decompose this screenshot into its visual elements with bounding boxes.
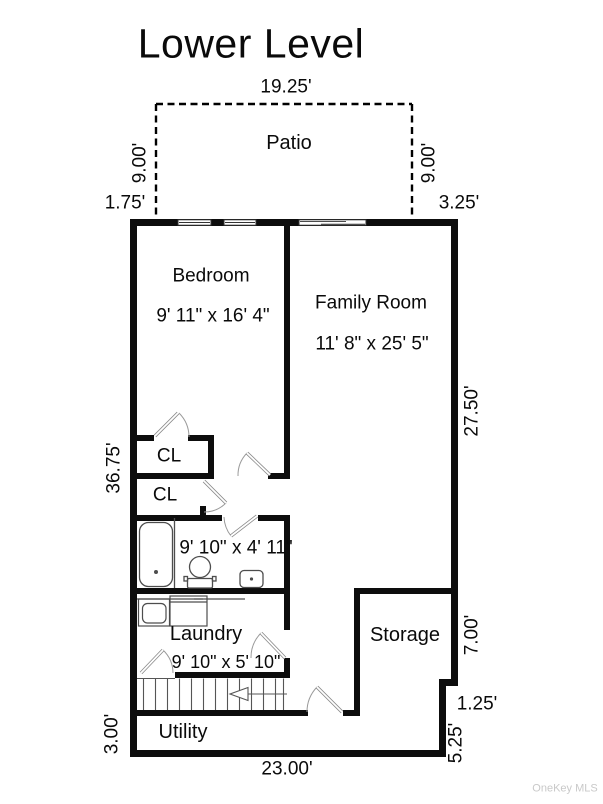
room-label-laundry: Laundry xyxy=(169,623,243,645)
wall xyxy=(284,658,290,678)
windows xyxy=(177,219,367,226)
dim-patio-right: 9.00' xyxy=(418,142,440,184)
stairs-direction-arrow xyxy=(228,686,287,702)
room-label-bedroom: Bedroom xyxy=(172,265,250,287)
wall xyxy=(130,219,137,757)
window xyxy=(177,219,212,226)
room-label-closet1: CL xyxy=(156,445,182,467)
door xyxy=(250,631,287,660)
window xyxy=(223,219,257,226)
wall xyxy=(284,226,290,479)
wall xyxy=(284,515,290,630)
wall xyxy=(208,435,214,479)
door xyxy=(306,685,344,714)
room-label-closet2: CL xyxy=(152,484,178,506)
room-size-family-room: 11' 8" x 25' 5" xyxy=(315,333,429,355)
walls xyxy=(130,219,458,757)
door xyxy=(153,411,190,438)
wall xyxy=(130,219,458,226)
wall xyxy=(200,506,206,521)
wall xyxy=(451,219,458,686)
sink-icon xyxy=(239,569,264,589)
bathroom-fixtures xyxy=(138,518,264,589)
patio-outline xyxy=(154,102,414,219)
room-size-bathroom: 9' 10" x 4' 11" xyxy=(179,537,293,559)
laundry-sink-icon xyxy=(137,598,171,627)
door xyxy=(223,514,259,538)
wall xyxy=(343,710,360,716)
dim-storage-right: 7.00' xyxy=(461,614,483,656)
door xyxy=(139,648,174,675)
wall xyxy=(268,473,290,479)
washer-icon xyxy=(169,595,208,627)
dim-notch: 1.25' xyxy=(456,693,498,715)
wall xyxy=(188,435,214,441)
room-label-storage: Storage xyxy=(369,624,441,646)
stairs xyxy=(137,677,285,710)
dim-patio-width: 19.25' xyxy=(260,76,312,98)
wall xyxy=(439,679,446,757)
wall xyxy=(439,679,458,686)
laundry-fixtures xyxy=(137,595,245,627)
door xyxy=(237,451,272,477)
room-label-utility: Utility xyxy=(158,721,208,743)
room-size-bedroom: 9' 11" x 16' 4" xyxy=(156,305,270,327)
wall xyxy=(130,750,446,757)
wall xyxy=(354,588,458,594)
page-title: Lower Level xyxy=(137,20,365,67)
dim-top-offset-right: 3.25' xyxy=(438,192,480,214)
dim-right-lower: 5.25' xyxy=(445,722,467,764)
wall xyxy=(175,672,290,678)
room-label-patio: Patio xyxy=(266,132,312,154)
wall xyxy=(137,710,308,716)
room-label-family-room: Family Room xyxy=(315,292,427,314)
dim-utility-left: 3.00' xyxy=(101,713,123,755)
wall xyxy=(258,515,290,521)
wall xyxy=(137,515,222,521)
wall xyxy=(137,435,154,441)
door xyxy=(202,479,228,513)
window xyxy=(298,219,367,226)
wall xyxy=(354,594,360,716)
dim-left-main: 36.75' xyxy=(103,442,125,494)
toilet-icon xyxy=(183,555,217,589)
wall xyxy=(137,588,290,594)
dim-bottom-width: 23.00' xyxy=(261,758,313,780)
watermark: OneKey MLS xyxy=(532,782,598,795)
room-size-laundry: 9' 10" x 5' 10" xyxy=(171,652,281,672)
dim-patio-left: 9.00' xyxy=(129,142,151,184)
bathtub-icon xyxy=(138,521,174,588)
dim-right-upper: 27.50' xyxy=(461,385,483,437)
doors xyxy=(139,411,344,714)
wall xyxy=(137,473,214,479)
dim-top-offset-left: 1.75' xyxy=(104,192,146,214)
